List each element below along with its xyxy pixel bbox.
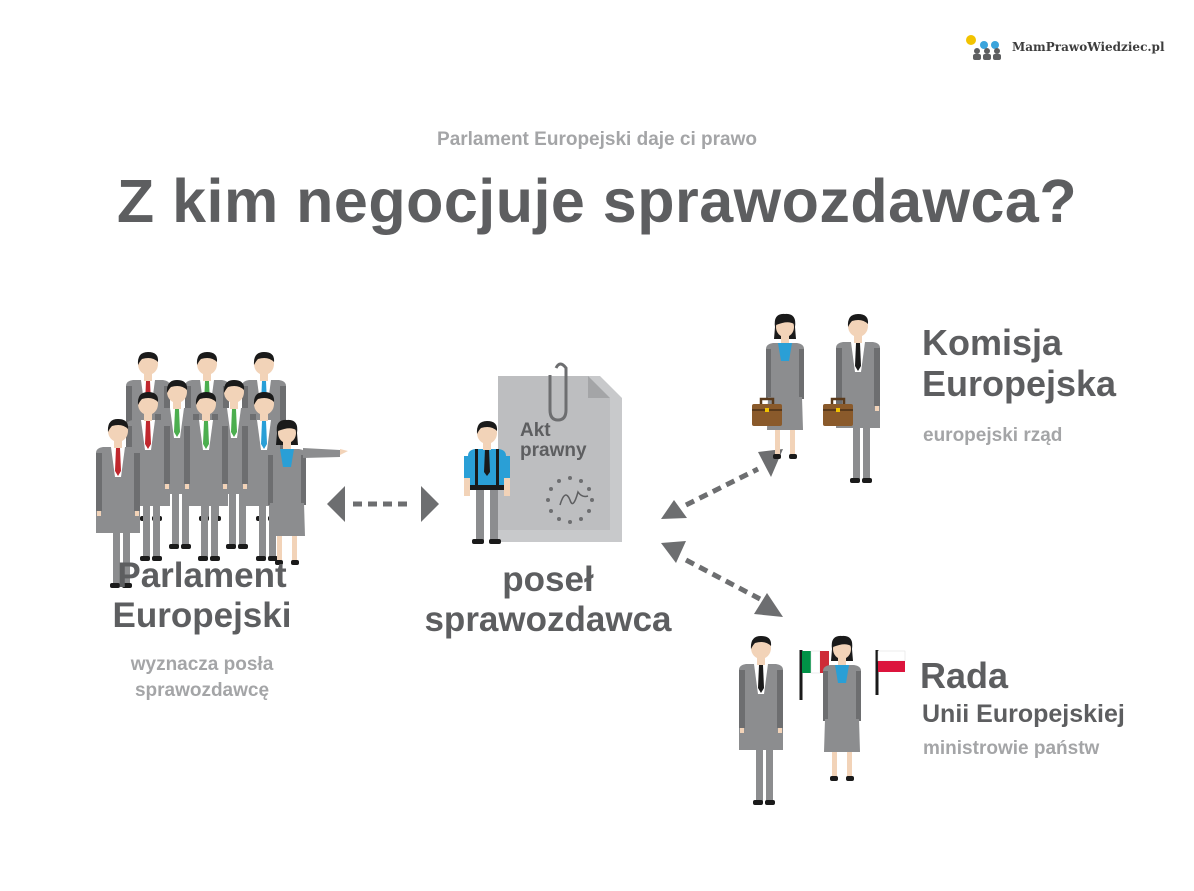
rapporteur-name-line2: sprawozdawca <box>424 600 672 640</box>
signature-icon <box>559 490 589 506</box>
parliament-desc-line2: sprawozdawcę <box>134 679 270 701</box>
page-title: Z kim negocjuje sprawozdawca? <box>116 167 1078 235</box>
rapporteur-name-line1: poseł <box>502 560 594 599</box>
document-label-line1: Akt <box>520 420 551 441</box>
italy-flag-icon <box>799 650 829 700</box>
legal-act-document: Akt prawny <box>498 362 622 542</box>
commissioner-woman-figure <box>766 313 804 459</box>
logo-people-icon <box>966 35 1001 60</box>
council-subname: Unii Europejskiej <box>922 700 1125 728</box>
pointing-woman-figure <box>268 419 348 565</box>
bidirectional-arrow-icon <box>327 486 439 522</box>
council-name: Rada <box>920 655 1009 696</box>
rapporteur-figure <box>464 421 510 544</box>
rapporteur-name: poseł sprawozdawca <box>388 560 708 641</box>
brand-logo: MamPrawoWiedziec.pl <box>964 32 1165 62</box>
commission-name-line2: Europejska <box>922 363 1117 405</box>
minister-man-figure <box>739 636 783 805</box>
council-description: ministrowie państw <box>923 738 1100 759</box>
commission-description: europejski rząd <box>923 425 1063 446</box>
paperclip-icon <box>548 362 568 422</box>
commission-name: Komisja Europejska <box>922 322 1116 405</box>
parliament-name-line1: Parlament <box>117 556 287 595</box>
eu-stars-seal-icon <box>546 476 594 524</box>
subtitle: Parlament Europejski daje ci prawo <box>437 129 757 150</box>
parliament-desc-line1: wyznacza posła <box>130 654 274 675</box>
brand-name[interactable]: MamPrawoWiedziec.pl <box>1012 40 1165 54</box>
parliament-name-line2: Europejski <box>112 596 292 636</box>
parliament-group <box>96 352 348 588</box>
parliament-name: Parlament Europejski <box>62 556 342 637</box>
arrow-to-council-icon <box>661 541 783 617</box>
commission-name-line1: Komisja <box>922 322 1063 363</box>
parliament-description: wyznacza posła sprawozdawcę <box>62 652 342 703</box>
document-label-line2: prawny <box>520 440 587 461</box>
poland-flag-icon <box>875 650 906 695</box>
council-group <box>739 635 906 805</box>
arrow-to-commission-icon <box>661 449 783 519</box>
